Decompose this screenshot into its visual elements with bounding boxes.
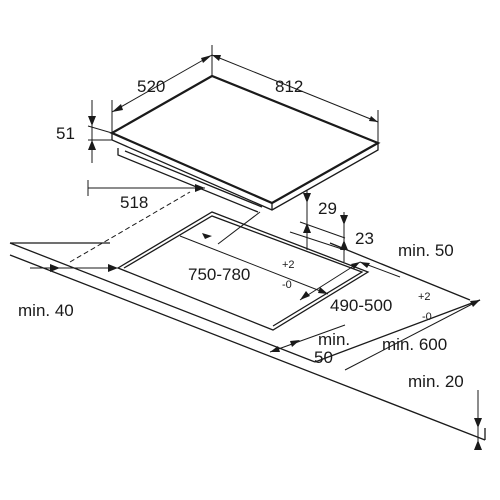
label-cutout-width-plus: +2	[282, 259, 295, 271]
dim-line-812	[211, 54, 379, 123]
label-min-worktop-depth: min. 600	[382, 335, 447, 354]
cutout	[116, 211, 370, 331]
label-frame-depth: 518	[120, 193, 148, 212]
label-cutout-width-minus: -0	[282, 279, 292, 291]
worktop	[9, 242, 486, 441]
label-cutout-depth: 490-500	[330, 296, 392, 315]
label-min-front: min. 40	[18, 301, 74, 320]
dim-line-min-50-front	[269, 324, 346, 353]
labels: 520 812 51 518 29 23 min. 50 750-780 +2 …	[18, 77, 464, 391]
label-below-depth-23: 23	[355, 229, 374, 248]
label-min-rear-a: min.	[318, 330, 350, 349]
label-cutout-width: 750-780	[188, 265, 250, 284]
dim-line-cutout-width	[179, 235, 329, 295]
label-below-depth-29: 29	[318, 199, 337, 218]
cutout-outline	[116, 211, 370, 331]
label-hob-width: 812	[275, 77, 303, 96]
label-cutout-depth-plus: +2	[418, 291, 431, 303]
dim-line-520	[111, 54, 213, 113]
label-hob-height: 51	[56, 124, 75, 143]
label-cutout-depth-minus: -0	[422, 311, 432, 323]
dim-line-min-600	[344, 299, 481, 371]
extension-lines	[69, 45, 379, 263]
label-min-side: min. 50	[398, 241, 454, 260]
label-min-worktop-thickness: min. 20	[408, 372, 464, 391]
hob	[109, 74, 381, 213]
label-hob-depth: 520	[137, 77, 165, 96]
label-min-rear-b: 50	[314, 348, 333, 367]
arrowheads	[50, 55, 482, 450]
dim-line-cutout-depth	[299, 261, 361, 301]
